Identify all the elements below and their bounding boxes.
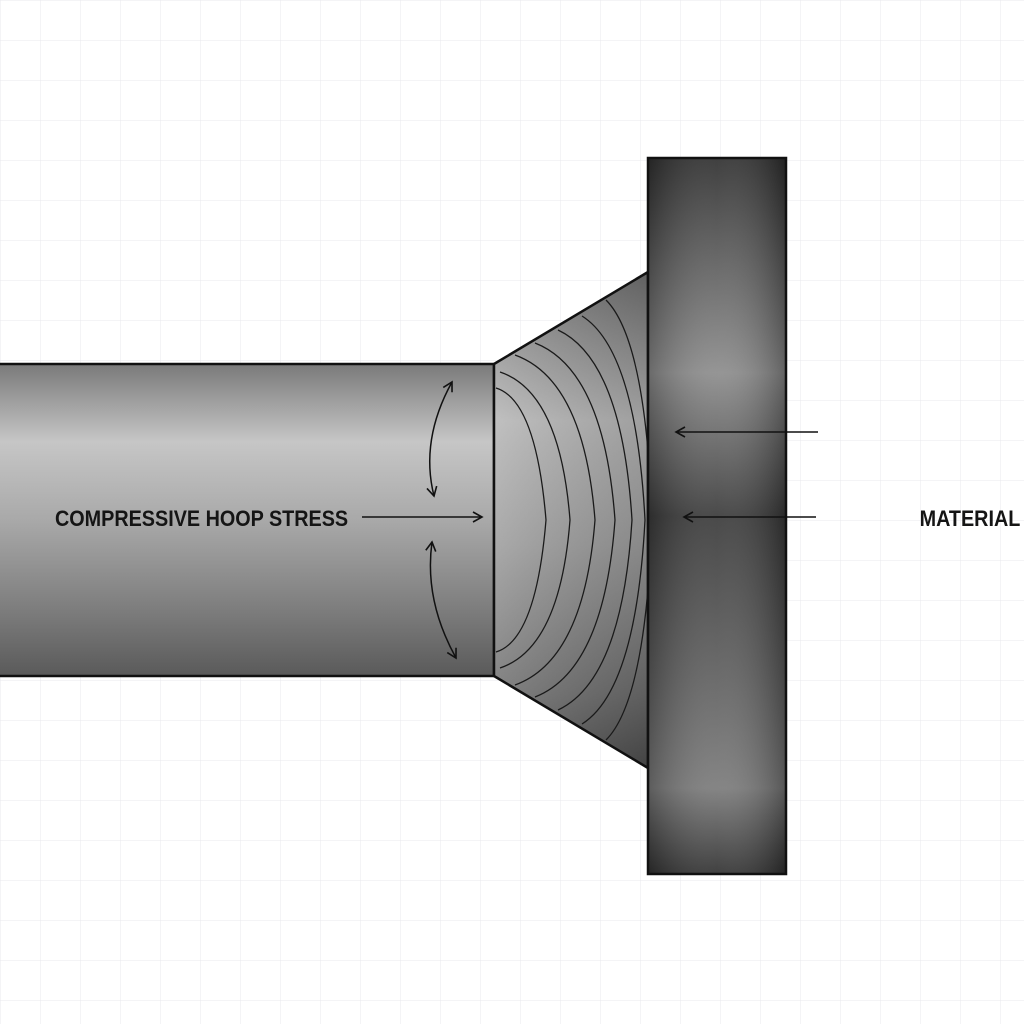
- shaft: [0, 362, 496, 678]
- flange: [646, 156, 788, 876]
- double-headed-arrow-icon: [426, 380, 453, 498]
- label-material-flow: MATERIAL FLOW: [920, 507, 1024, 531]
- double-headed-arrow-icon: [425, 540, 457, 660]
- material-flow-lines: [495, 299, 648, 741]
- label-compressive-hoop-stress: COMPRESSIVE HOOP STRESS: [55, 507, 348, 531]
